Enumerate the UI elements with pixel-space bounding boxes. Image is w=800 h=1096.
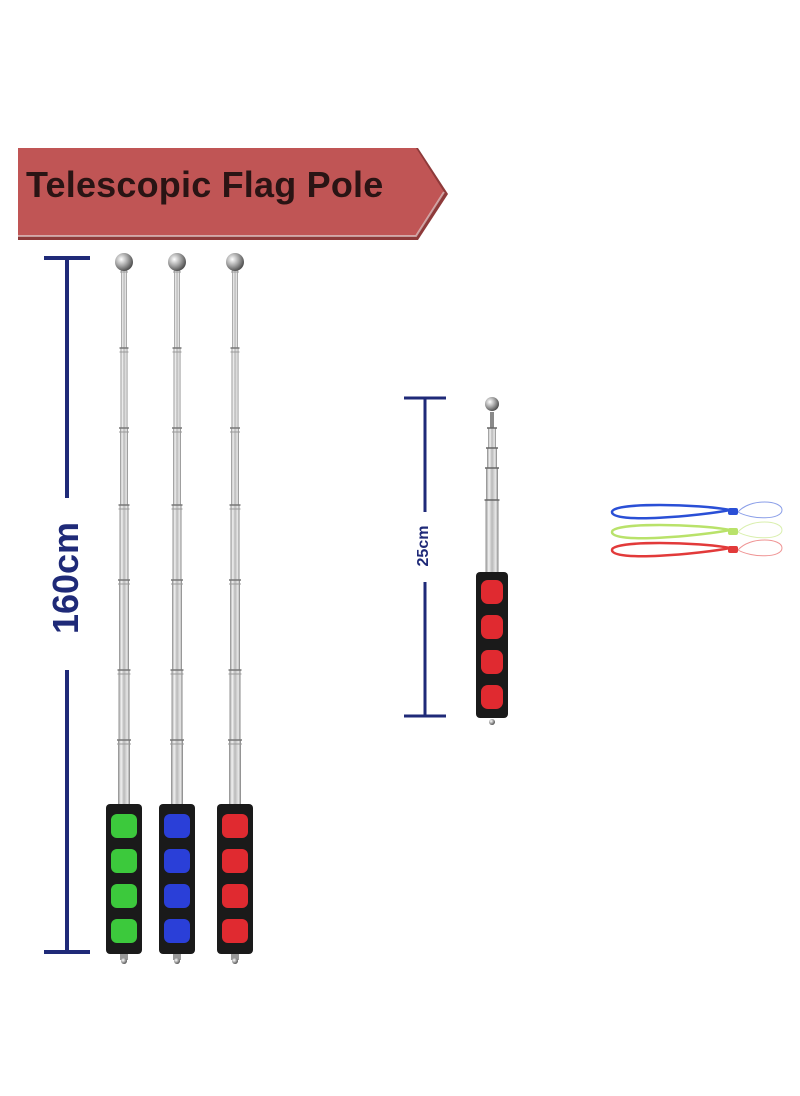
- foam-grip: [476, 572, 508, 718]
- length-label-160cm: 160cm: [45, 521, 86, 635]
- foam-grip: [217, 804, 253, 954]
- foam-grip: [106, 804, 142, 954]
- wrist-strap: [610, 521, 783, 540]
- dimension-160cm: [44, 256, 90, 954]
- banner-title: Telescopic Flag Pole: [26, 164, 384, 205]
- finial-ball-icon: [226, 253, 244, 271]
- dimension-25cm: [404, 396, 446, 718]
- wrist-strap: [610, 539, 783, 558]
- finial-ball-icon: [168, 253, 186, 271]
- pole-green-grip: [106, 253, 142, 964]
- foam-grip: [159, 804, 195, 954]
- finial-ball-icon: [485, 397, 499, 411]
- collapsed-pole: [476, 397, 508, 725]
- pole-blue-grip: [159, 253, 195, 964]
- title-banner: Telescopic Flag Pole: [18, 148, 448, 240]
- wrist-strap: [610, 501, 783, 520]
- length-label-25cm: 25cm: [415, 525, 432, 567]
- extended-poles: [106, 253, 253, 964]
- pole-red-grip: [217, 253, 253, 964]
- wrist-straps: [610, 501, 783, 558]
- finial-ball-icon: [115, 253, 133, 271]
